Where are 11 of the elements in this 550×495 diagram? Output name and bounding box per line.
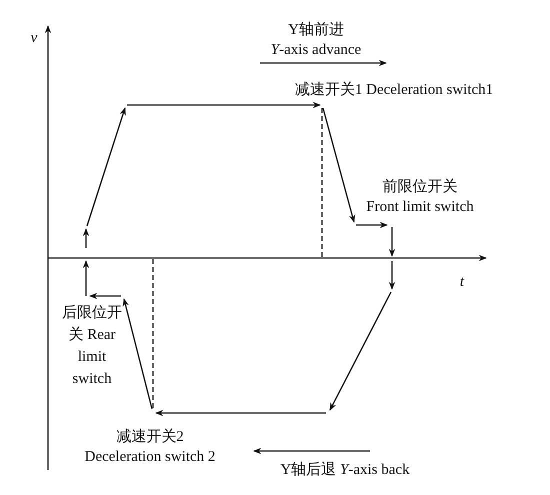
switch-label: Deceleration switch 2 xyxy=(84,448,216,467)
switch-label: 减速开关2 xyxy=(116,428,184,447)
axis-label: v xyxy=(30,29,38,48)
switch-label: 后限位开关 Rear limit switch xyxy=(62,304,122,389)
direction-label: Y轴前进 xyxy=(288,20,344,40)
axis-label: t xyxy=(460,273,464,292)
direction-label: Y-axis advance xyxy=(270,41,362,60)
switch-label: 减速开关1 Deceleration switch1 xyxy=(294,80,494,100)
direction-label: Y轴后退 Y-axis back xyxy=(280,460,410,480)
switch-label: Front limit switch xyxy=(366,198,474,217)
switch-label: 前限位开关 xyxy=(382,178,458,197)
